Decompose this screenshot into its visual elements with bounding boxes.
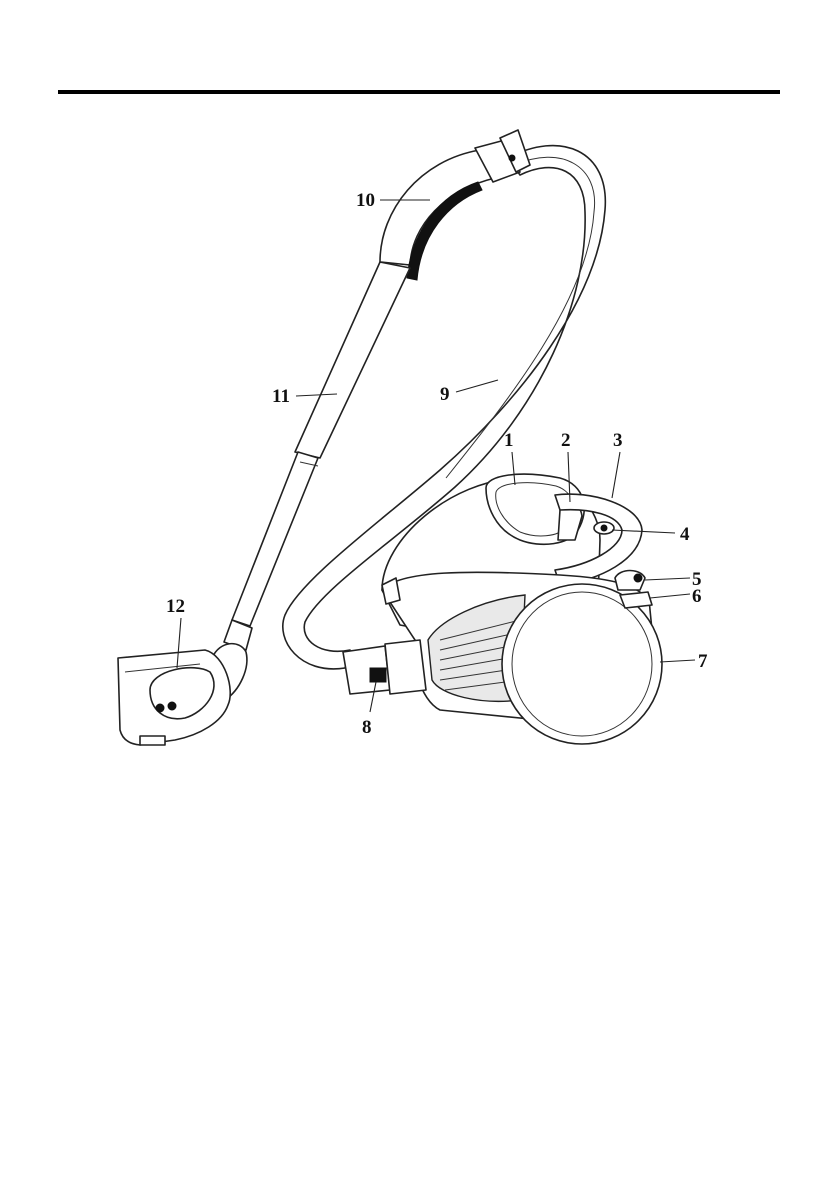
canister-body xyxy=(382,474,662,744)
callout-3: 3 xyxy=(613,430,623,451)
callout-2: 2 xyxy=(561,430,571,451)
callout-4: 4 xyxy=(680,524,690,545)
callout-1: 1 xyxy=(504,430,514,451)
hose-handle xyxy=(380,130,530,280)
callout-11: 11 xyxy=(272,386,290,407)
callout-9: 9 xyxy=(440,384,450,405)
callout-12: 12 xyxy=(166,596,185,617)
callout-8: 8 xyxy=(362,717,372,738)
callout-7: 7 xyxy=(698,651,708,672)
hose-connector xyxy=(343,640,426,694)
callout-6: 6 xyxy=(692,586,702,607)
floor-brush xyxy=(118,644,247,745)
callout-10: 10 xyxy=(356,190,375,211)
